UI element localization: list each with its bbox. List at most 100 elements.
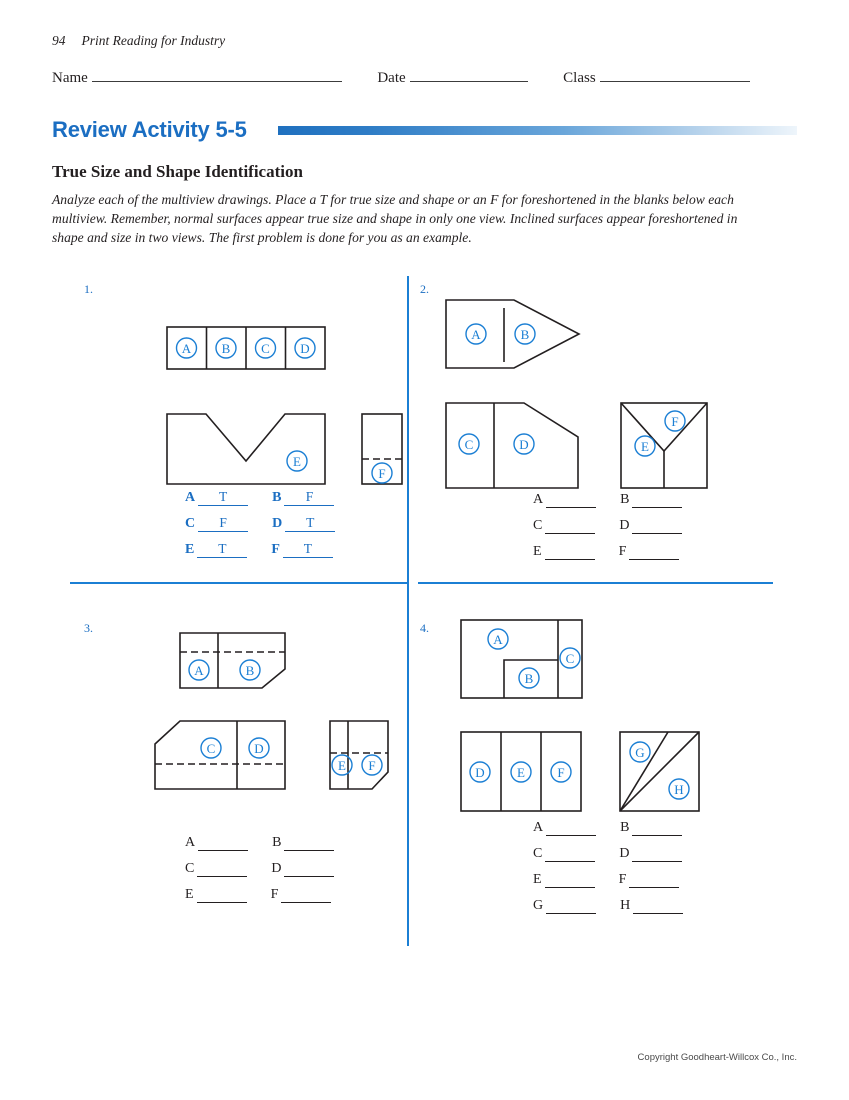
name-label: Name [52, 70, 88, 86]
book-title: Print Reading for Industry [81, 33, 226, 48]
answer-blank-C[interactable]: F [198, 515, 249, 532]
answer-row: A B [533, 491, 683, 508]
answer-blank-E[interactable]: T [197, 541, 248, 558]
problem-2-drawing: A B C D E F [436, 296, 776, 546]
answer-D: D [271, 860, 335, 877]
answer-H: H [620, 897, 684, 914]
answer-blank-A[interactable]: T [198, 489, 249, 506]
activity-instructions: Analyze each of the multiview drawings. … [52, 192, 738, 245]
answer-B: B [272, 834, 335, 851]
svg-text:D: D [475, 765, 484, 780]
answer-D: D [619, 845, 683, 862]
date-label: Date [377, 70, 406, 86]
svg-text:A: A [194, 663, 204, 678]
svg-text:A: A [471, 327, 481, 342]
answer-blank-B[interactable] [632, 491, 683, 508]
problem-3-drawing: A B C D E F [107, 620, 427, 880]
problem-1: 1. [52, 276, 403, 576]
answer-blank-F[interactable]: T [282, 541, 333, 558]
answer-G: G [533, 897, 597, 914]
svg-text:C: C [566, 651, 575, 666]
page-number: 94 [52, 33, 66, 48]
answer-blank-G[interactable] [546, 897, 597, 914]
problem-4-drawing: A B C D E F G H [436, 612, 776, 882]
answer-blank-B[interactable] [632, 819, 683, 836]
class-field[interactable] [599, 69, 750, 82]
answer-blank-D[interactable] [284, 860, 335, 877]
activity-subtitle: True Size and Shape Identification [52, 162, 303, 181]
answer-blank-C[interactable] [545, 517, 596, 534]
answer-blank-B[interactable] [284, 834, 335, 851]
answer-C: C [185, 860, 248, 877]
svg-text:A: A [493, 632, 503, 647]
answer-row: A B [533, 819, 683, 836]
problem-2: 2. [418, 276, 778, 576]
svg-text:B: B [222, 341, 231, 356]
answer-B: B [620, 491, 683, 508]
answer-F: F [619, 871, 680, 888]
svg-text:F: F [378, 466, 385, 481]
answer-blank-C[interactable] [545, 845, 596, 862]
answer-row: C D [533, 517, 683, 534]
svg-text:B: B [521, 327, 530, 342]
svg-text:G: G [635, 745, 644, 760]
svg-text:E: E [293, 454, 301, 469]
problem-4-number: 4. [420, 621, 429, 635]
copyright-notice: Copyright Goodheart-Willcox Co., Inc. [637, 1052, 797, 1063]
answer-A: A [533, 819, 597, 836]
svg-text:C: C [207, 741, 216, 756]
date-field[interactable] [409, 69, 528, 82]
answer-blank-F[interactable] [629, 543, 680, 560]
svg-text:D: D [519, 437, 528, 452]
answer-row: E F [185, 886, 334, 903]
answer-blank-D[interactable] [632, 517, 683, 534]
answer-blank-D[interactable]: T [285, 515, 336, 532]
activity-title: Review Activity 5-5 [52, 117, 247, 142]
answer-row: E F [533, 871, 683, 888]
answer-blank-E[interactable] [544, 543, 595, 560]
answer-blank-A[interactable] [546, 491, 597, 508]
problem-4: 4. [418, 612, 778, 932]
answer-F: F [619, 543, 680, 560]
answer-blank-A[interactable] [546, 819, 597, 836]
answer-row: C D [533, 845, 683, 862]
problem-2-number: 2. [420, 282, 429, 296]
svg-text:F: F [671, 414, 678, 429]
answer-A: A [533, 491, 597, 508]
problem-3: 3. [52, 612, 402, 922]
answer-blank-B[interactable]: F [284, 489, 335, 506]
answer-blank-A[interactable] [198, 834, 249, 851]
vertical-divider [407, 276, 409, 946]
page-header: 94 Print Reading for Industry [52, 33, 225, 49]
answer-blank-E[interactable] [196, 886, 247, 903]
answer-row: G H [533, 897, 684, 914]
answer-blank-H[interactable] [633, 897, 684, 914]
answer-blank-F[interactable] [281, 886, 332, 903]
answer-blank-C[interactable] [197, 860, 248, 877]
name-field[interactable] [91, 69, 342, 82]
answer-A: A [185, 834, 249, 851]
answer-C: C [533, 845, 596, 862]
problem-1-drawing: A B C D E F [107, 301, 427, 551]
answer-blank-F[interactable] [629, 871, 680, 888]
problem-2-answers: A B C D E F [533, 491, 683, 569]
activity-title-bar: Review Activity 5-5 [52, 117, 797, 144]
problem-3-number: 3. [84, 621, 93, 635]
answer-F: F [271, 886, 332, 903]
answer-E: E [533, 543, 595, 560]
answer-C: C [533, 517, 596, 534]
answer-blank-E[interactable] [544, 871, 595, 888]
answer-row: A B [185, 834, 335, 851]
svg-text:F: F [557, 765, 564, 780]
problem-3-answers: A B C D E F [185, 834, 335, 912]
svg-text:C: C [261, 341, 270, 356]
name-date-class-line: Name Date Class [52, 69, 797, 87]
answer-blank-D[interactable] [632, 845, 683, 862]
